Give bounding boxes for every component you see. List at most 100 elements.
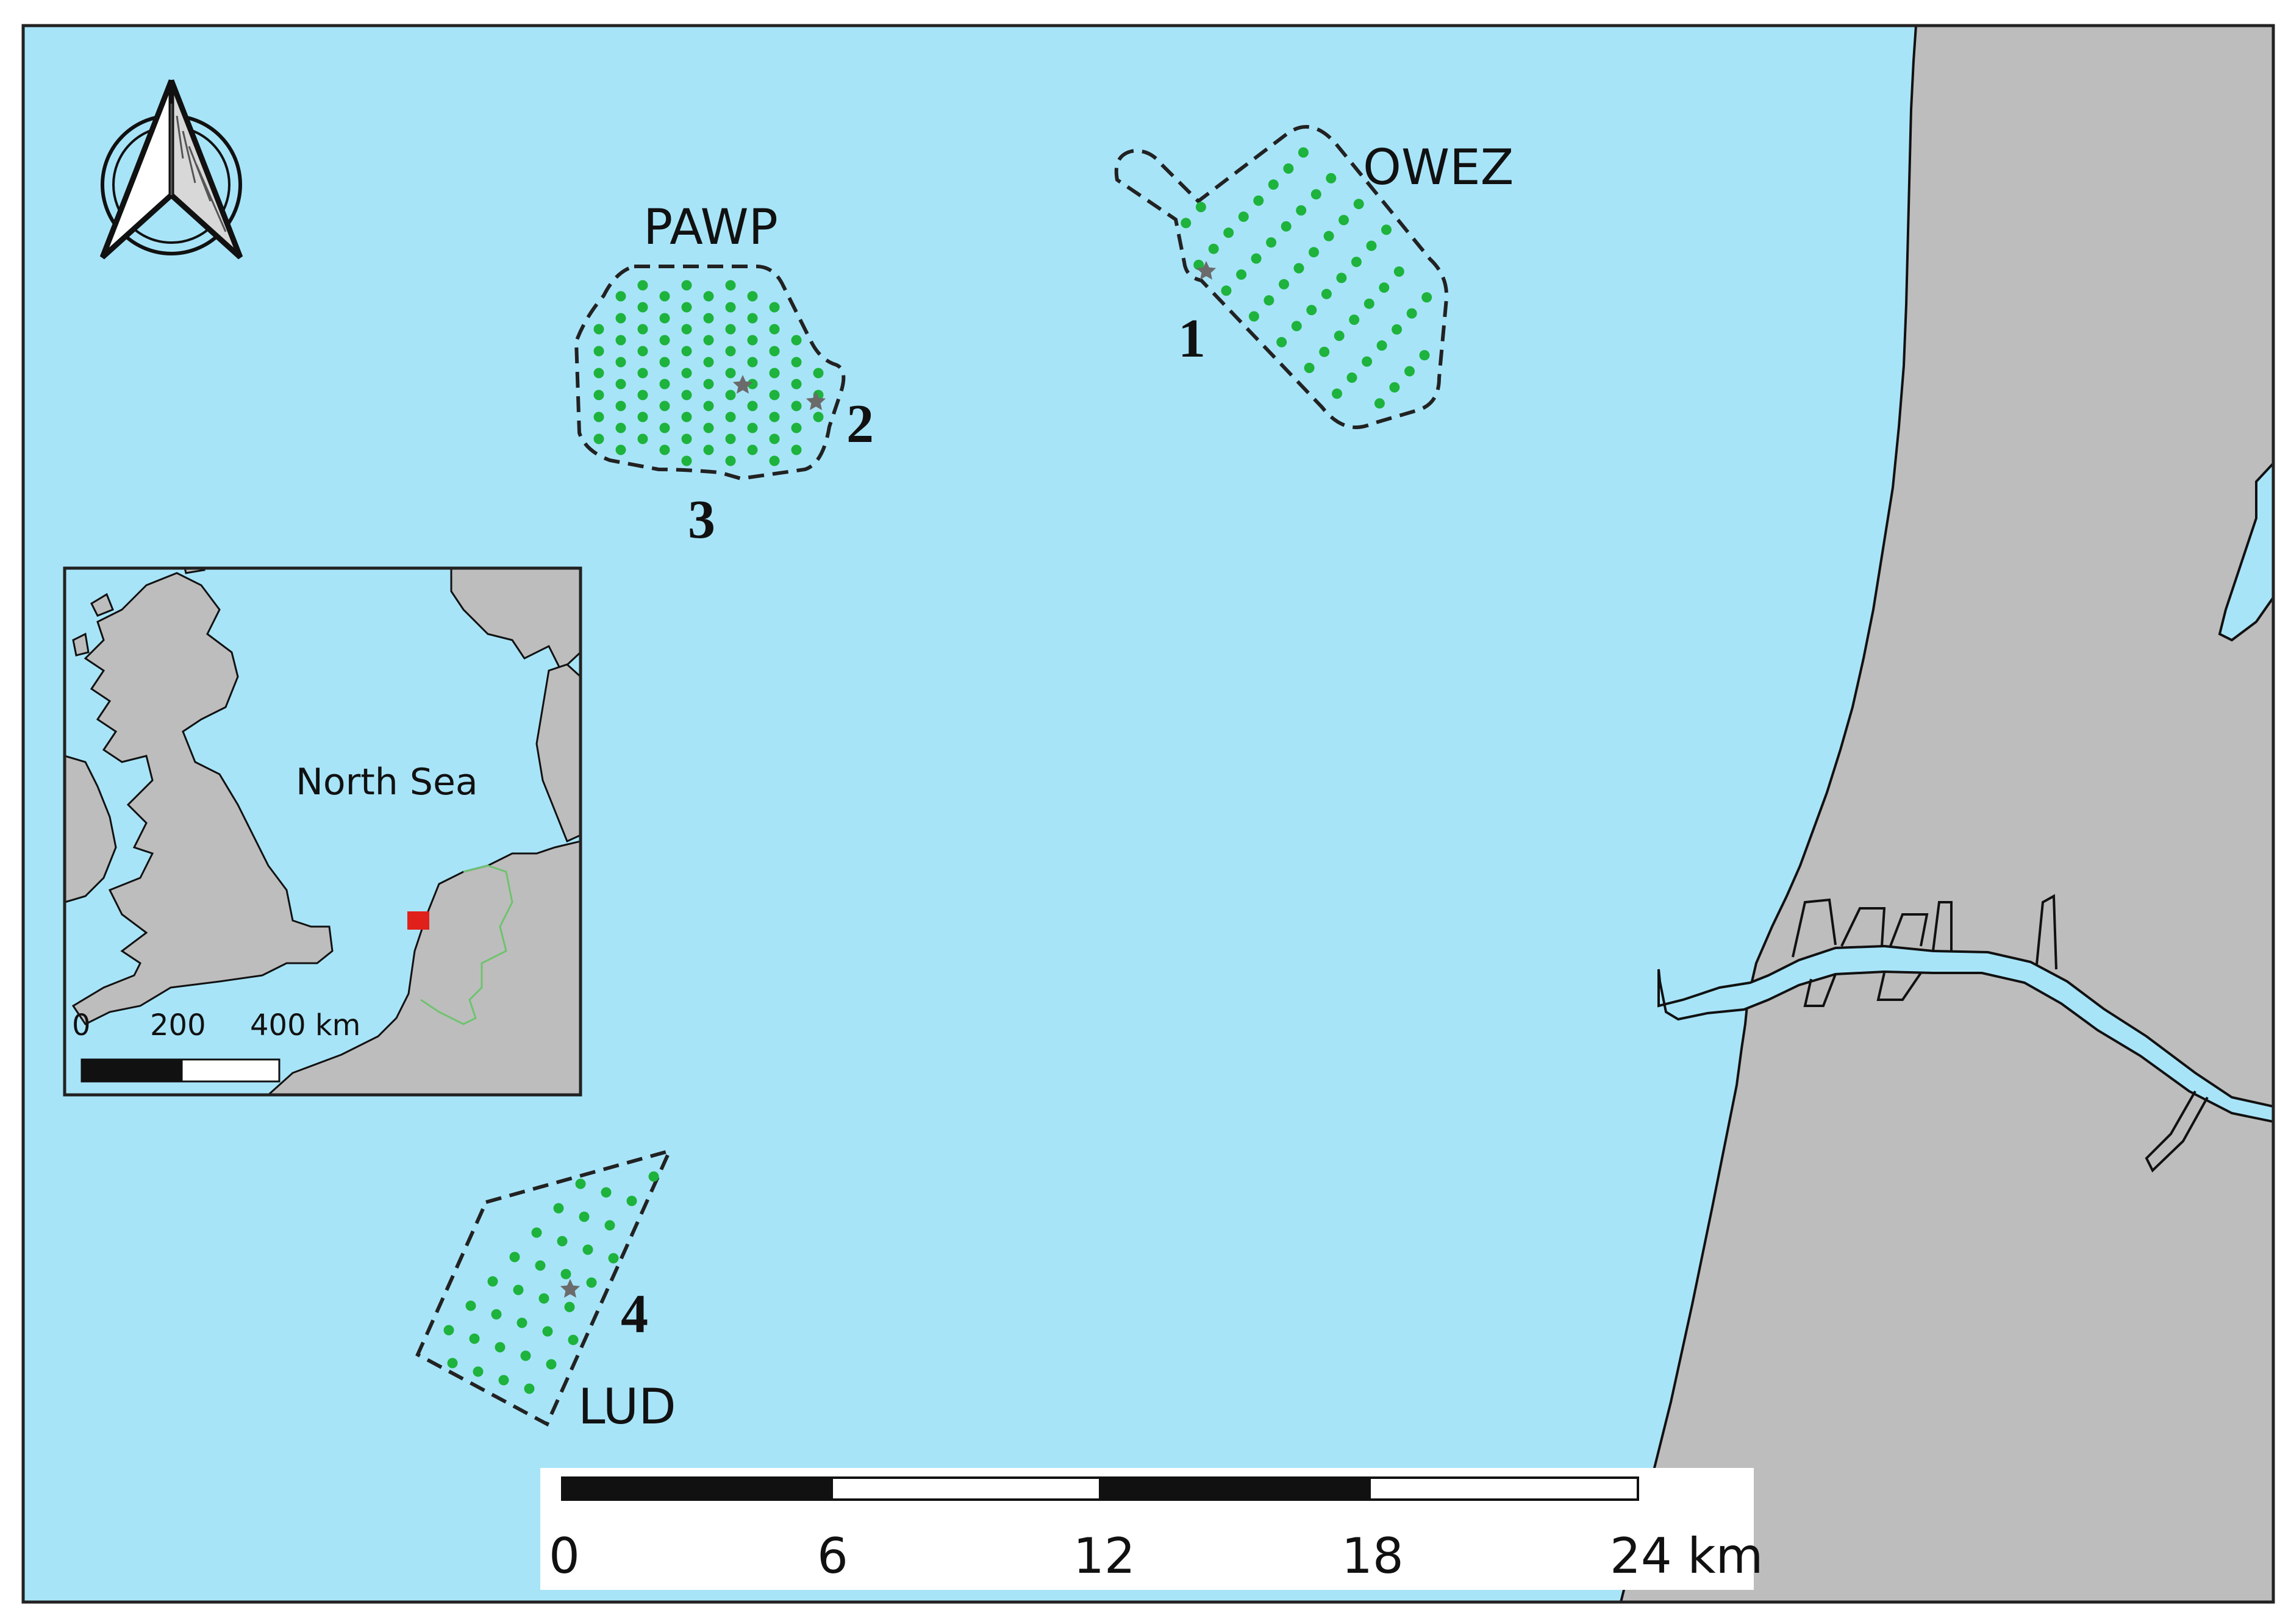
pawp-turbine xyxy=(615,379,626,390)
station-4-label: 4 xyxy=(621,1284,648,1344)
lud-turbine xyxy=(601,1187,612,1198)
lud-turbine xyxy=(586,1277,597,1288)
pawp-turbine xyxy=(725,368,736,379)
owez-turbine xyxy=(1266,237,1277,248)
inset-denmark xyxy=(535,663,581,843)
inset-continent xyxy=(266,840,581,1095)
owez-turbine xyxy=(1346,372,1357,383)
pawp-turbine xyxy=(725,324,736,335)
owez-turbine xyxy=(1351,257,1362,268)
owez-turbine xyxy=(1392,324,1403,335)
pawp-turbine xyxy=(615,422,626,433)
pawp-turbine xyxy=(725,455,736,466)
station-2-label: 2 xyxy=(846,394,874,454)
owez-turbine xyxy=(1248,311,1259,322)
pawp-turbine xyxy=(703,422,714,433)
pawp-turbine xyxy=(747,444,758,455)
owez-turbine xyxy=(1306,305,1317,316)
pawp-turbine xyxy=(725,302,736,313)
owez-turbine xyxy=(1281,221,1292,232)
station-3-label: 3 xyxy=(688,490,715,550)
owez-turbine xyxy=(1421,292,1432,303)
lud-turbine xyxy=(531,1227,542,1238)
lud-label: LUD xyxy=(578,1378,676,1435)
pawp-turbine xyxy=(725,280,736,291)
pawp-turbine xyxy=(615,313,626,324)
north-arrow-icon xyxy=(99,79,243,260)
pawp-label: PAWP xyxy=(643,199,778,255)
pawp-turbine xyxy=(593,368,604,379)
pawp-turbine xyxy=(769,390,780,401)
pawp-turbine xyxy=(659,401,670,411)
lud-turbine xyxy=(582,1244,593,1255)
pawp-turbine xyxy=(769,455,780,466)
pawp-turbine xyxy=(593,433,604,444)
lud-turbine xyxy=(535,1260,546,1271)
pawp-turbine xyxy=(747,313,758,324)
station-markers xyxy=(560,261,1217,1298)
pawp-turbine xyxy=(747,357,758,368)
inset-scale-label-0: 0 xyxy=(72,1008,91,1042)
pawp-turbine xyxy=(615,335,626,346)
pawp-turbine xyxy=(637,433,648,444)
pawp-turbine xyxy=(791,379,802,390)
owez-turbine xyxy=(1364,298,1374,309)
lud-turbine xyxy=(524,1383,535,1394)
owez-turbine xyxy=(1221,285,1232,296)
owez-turbine xyxy=(1334,330,1345,341)
lud-turbine xyxy=(553,1203,564,1214)
harbour-basins xyxy=(1792,894,2209,1173)
owez-turbine xyxy=(1326,173,1337,183)
owez-turbine xyxy=(1253,195,1264,206)
inset-norway xyxy=(450,568,581,672)
pawp-turbine xyxy=(637,346,648,357)
pawp-turbine xyxy=(593,346,604,357)
pawp-turbine xyxy=(791,357,802,368)
pawp-turbine xyxy=(593,390,604,401)
station-2-marker xyxy=(806,391,826,410)
owez-turbine xyxy=(1376,340,1387,351)
owez-turbine xyxy=(1279,279,1289,290)
inset-ireland xyxy=(65,755,117,903)
main-scale-bar: 0 6 12 18 24 km xyxy=(540,1468,1763,1590)
lud-turbine xyxy=(509,1252,520,1263)
pawp-turbine xyxy=(703,357,714,368)
lud-turbine xyxy=(520,1350,531,1361)
scale-label-18: 18 xyxy=(1342,1528,1404,1584)
owez-turbine xyxy=(1319,346,1330,357)
pawp-turbine xyxy=(681,324,692,335)
pawp-turbine xyxy=(593,324,604,335)
pawp-turbine xyxy=(659,357,670,368)
owez-turbine xyxy=(1181,218,1192,229)
inset-map: North Sea 0 200 400 km xyxy=(63,566,582,1097)
lud-turbine xyxy=(626,1195,637,1206)
lud-turbine xyxy=(516,1317,527,1328)
owez-boundary xyxy=(1114,125,1449,429)
owez-turbine xyxy=(1236,269,1247,280)
lud-turbine xyxy=(465,1300,476,1311)
lud-turbine xyxy=(575,1178,586,1189)
pawp-turbine xyxy=(747,401,758,411)
owez-turbine xyxy=(1336,272,1347,283)
owez-turbine xyxy=(1321,288,1332,299)
pawp-turbine xyxy=(769,433,780,444)
pawp-turbine xyxy=(637,280,648,291)
pawp-turbine xyxy=(769,302,780,313)
pawp-turbine xyxy=(681,433,692,444)
lud-turbine xyxy=(495,1342,506,1353)
owez-turbine xyxy=(1251,253,1262,264)
station-4-marker xyxy=(560,1279,581,1298)
owez-turbine xyxy=(1193,260,1204,270)
pawp-turbine xyxy=(681,411,692,422)
lud-turbine xyxy=(648,1171,659,1182)
pawp-turbine xyxy=(637,324,648,335)
owez-turbine xyxy=(1291,321,1302,332)
lud-turbine xyxy=(564,1302,575,1312)
inset-great-britain xyxy=(71,572,334,1025)
pawp-turbine xyxy=(725,411,736,422)
estuary-canal xyxy=(1657,944,2273,1124)
owez-turbine xyxy=(1223,227,1234,238)
pawp-turbine xyxy=(791,444,802,455)
lud-turbine xyxy=(579,1211,590,1222)
inset-scale-label-200: 200 xyxy=(150,1008,206,1042)
